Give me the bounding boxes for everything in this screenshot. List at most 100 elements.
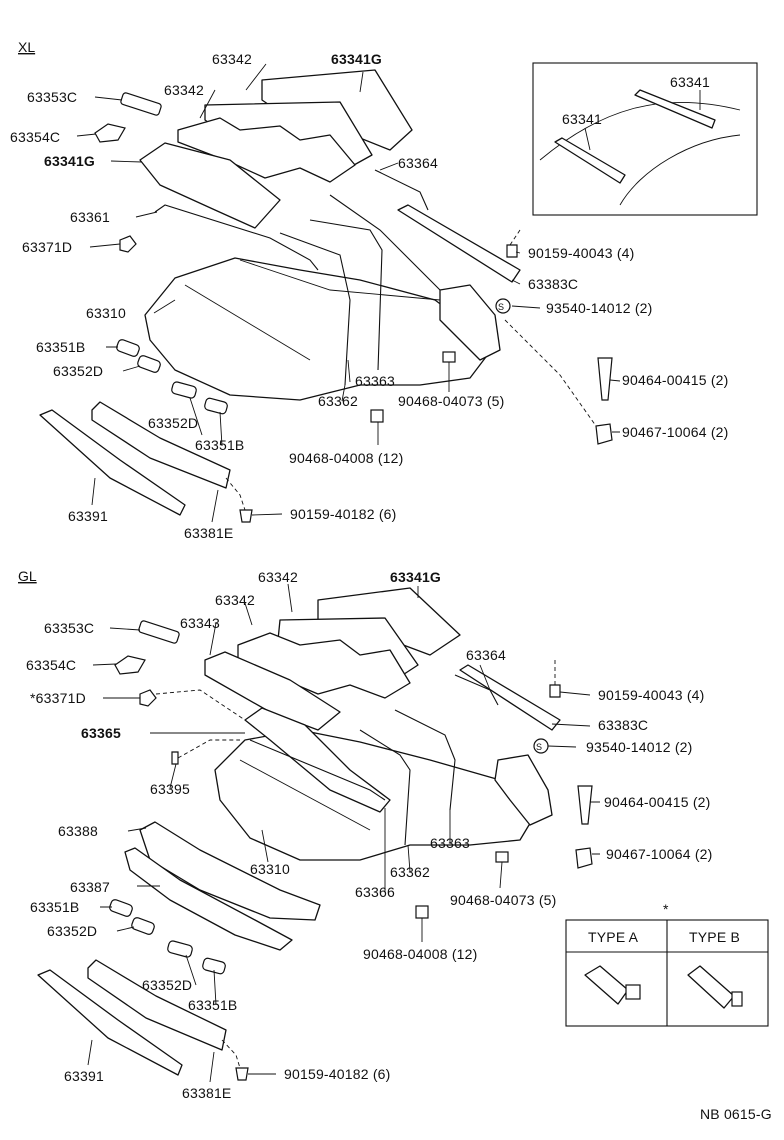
- gl-trim-63388: [139, 821, 321, 921]
- label-gl-63354c: 63354C: [26, 657, 76, 673]
- gl-bow-63362: [359, 729, 411, 846]
- label-gl-63352d: 63352D: [47, 923, 97, 939]
- headliner-63310: [144, 257, 496, 401]
- label-xl-63351b: 63351B: [36, 339, 85, 355]
- label-xl-90468-04073: 90468-04073 (5): [398, 393, 505, 409]
- label-xl-63351b-b: 63351B: [195, 437, 244, 453]
- inset-roof-edge: [619, 134, 741, 206]
- gl-pillar-trim: [494, 754, 553, 826]
- section-label-xl: XL: [18, 39, 35, 55]
- gl-clip-90468-04073: [495, 851, 509, 863]
- screw-90159-40182: [239, 509, 253, 523]
- label-xl-63342-top: 63342: [212, 51, 252, 67]
- label-gl-63365: 63365: [81, 725, 121, 741]
- type-a-clip-head: [625, 984, 641, 1000]
- bow-63361: [154, 204, 319, 271]
- label-gl-63395: 63395: [150, 781, 190, 797]
- pad-63352d: [137, 355, 161, 373]
- label-gl-63342-top: 63342: [258, 569, 298, 585]
- label-xl-63354c: 63354C: [10, 129, 60, 145]
- label-gl-63364: 63364: [466, 647, 506, 663]
- gl-pad-63353c: [138, 620, 180, 644]
- label-gl-63342-b: 63342: [215, 592, 255, 608]
- trim-63381e: [91, 401, 231, 489]
- inset-strip-63341-b: [634, 89, 716, 129]
- gl-clip-63371d: [139, 689, 157, 707]
- type-table-type-a: TYPE A: [588, 929, 639, 945]
- hook-90464-00415: [597, 357, 613, 401]
- bow-63364: [374, 169, 429, 211]
- gl-trim-63391: [37, 969, 183, 1076]
- gl-leader-lines: [87, 583, 600, 1083]
- screw-90159-40043: [506, 244, 518, 258]
- headliner-ridge: [239, 259, 441, 301]
- label-xl-90159-40182: 90159-40182 (6): [290, 506, 397, 522]
- gl-bow-63363: [394, 709, 456, 811]
- clip-90468-04008: [370, 409, 384, 423]
- inset-strip-63341-a: [554, 137, 626, 184]
- label-gl-90468-04008: 90468-04008 (12): [363, 946, 478, 962]
- gl-pad-63352d-b: [167, 940, 193, 958]
- bow-brace: [329, 194, 441, 291]
- gl-bracket-90467-10064: [575, 847, 593, 869]
- label-xl-63381e: 63381E: [184, 525, 233, 541]
- trim-63391: [39, 409, 186, 516]
- label-gl-63351b-b: 63351B: [188, 997, 237, 1013]
- section-label-gl: GL: [18, 568, 37, 584]
- panel-63341g: [139, 142, 281, 229]
- label-gl-63351b: 63351B: [30, 899, 79, 915]
- label-xl-63341g: 63341G: [44, 153, 95, 169]
- label-xl-90464-00415: 90464-00415 (2): [622, 372, 729, 388]
- pad-63353c: [120, 92, 162, 116]
- label-gl-63343: 63343: [180, 615, 220, 631]
- gl-pad-63354c: [114, 655, 146, 675]
- label-xl-63361: 63361: [70, 209, 110, 225]
- gl-leader-dash-a: [155, 689, 246, 721]
- gl-hook-90464-00415: [577, 785, 593, 825]
- gl-leader-dash-d: [221, 1039, 241, 1069]
- label-xl-63352d: 63352D: [53, 363, 103, 379]
- gl-panel-63343: [204, 651, 341, 731]
- gl-pad-63352d: [131, 917, 155, 935]
- clip-90468-04073: [442, 351, 456, 363]
- gl-pad-63351b-b: [202, 957, 226, 975]
- label-gl-63391: 63391: [64, 1068, 104, 1084]
- gl-trim-63381e: [87, 959, 227, 1051]
- label-gl-90467-10064: 90467-10064 (2): [606, 846, 713, 862]
- gl-leader-dash-b: [177, 739, 240, 759]
- type-table-marker: *: [663, 901, 669, 917]
- gl-clip-90468-04008: [415, 905, 429, 919]
- label-xl-63342-b: 63342: [164, 82, 204, 98]
- label-gl-63341g-top: 63341G: [390, 569, 441, 585]
- leader-dash-c: [225, 477, 246, 511]
- type-table-type-b: TYPE B: [689, 929, 740, 945]
- label-inset-63341-a: 63341: [562, 111, 602, 127]
- label-gl-63387: 63387: [70, 879, 110, 895]
- label-gl-63352d-b: 63352D: [142, 977, 192, 993]
- label-xl-63310: 63310: [86, 305, 126, 321]
- rail-63383c: [397, 204, 521, 283]
- label-xl-63363: 63363: [355, 373, 395, 389]
- gl-headliner-crease: [239, 759, 371, 831]
- label-xl-63383c: 63383C: [528, 276, 578, 292]
- bow-63363: [309, 219, 383, 371]
- gl-screw-90159-40043: [549, 684, 561, 698]
- label-xl-63364: 63364: [398, 155, 438, 171]
- label-gl-63371d: *63371D: [30, 690, 86, 706]
- gl-rail-63383c: [459, 664, 561, 731]
- label-xl-63341g-top: 63341G: [331, 51, 382, 67]
- footer-code: NB 0615-G: [700, 1106, 772, 1122]
- leader-dash-b: [509, 229, 521, 246]
- xl-leader-lines: [76, 63, 701, 523]
- inset-box: [532, 62, 758, 216]
- label-gl-90468-04073: 90468-04073 (5): [450, 892, 557, 908]
- washer-93540-14012: [495, 298, 511, 314]
- pillar-trim: [439, 284, 501, 361]
- label-xl-63352d-b: 63352D: [148, 415, 198, 431]
- label-xl-63371d: 63371D: [22, 239, 72, 255]
- label-xl-90467-10064: 90467-10064 (2): [622, 424, 729, 440]
- pad-63352d-b: [171, 381, 197, 399]
- headliner-crease: [184, 284, 311, 361]
- label-xl-93540-14012: 93540-14012 (2): [546, 300, 653, 316]
